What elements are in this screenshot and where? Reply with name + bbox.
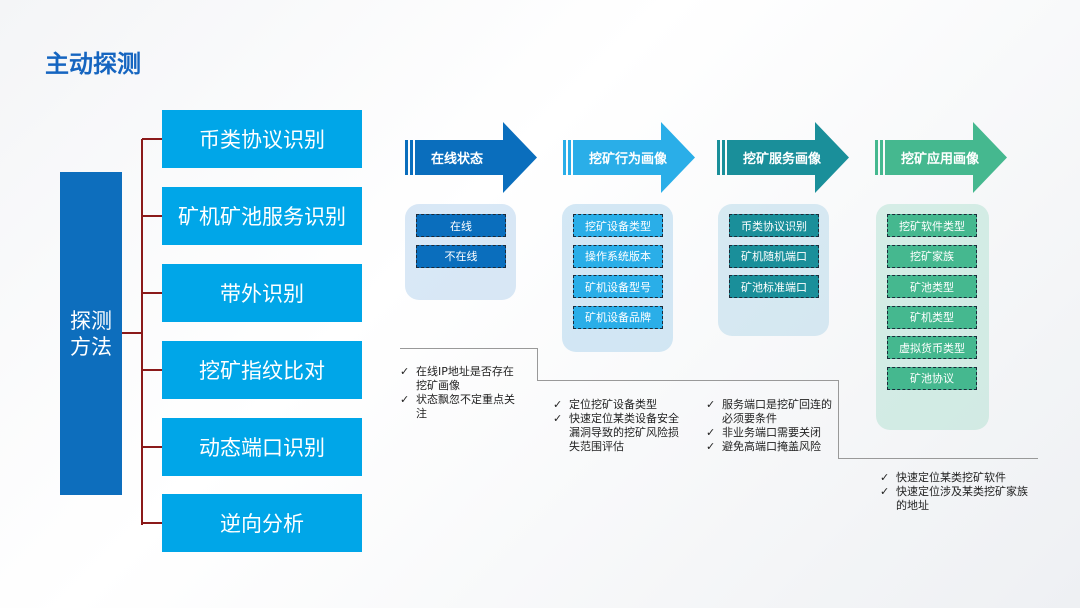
stage-item: 操作系统版本 [573,244,663,268]
stage-label: 挖矿应用画像 [901,152,980,167]
note-item: 状态飘忽不定重点关注 [400,393,520,421]
stage-item: 在线 [416,214,506,237]
stage-label: 在线状态 [431,152,484,167]
note-item: 快速定位涉及某类挖矿家族的地址 [880,485,1030,513]
divider-line [838,458,1038,459]
note-item: 在线IP地址是否存在挖矿画像 [400,365,520,393]
connector-line [142,369,162,371]
connector-line [142,446,162,448]
stage-panel: 在线不在线 [405,204,516,300]
stage-item: 挖矿软件类型 [887,214,977,237]
stage-panel: 挖矿软件类型挖矿家族矿池类型矿机类型虚拟货币类型矿池协议 [876,204,989,430]
stage-item: 不在线 [416,244,506,268]
note-item: 避免高端口掩盖风险 [706,440,836,454]
stage-item: 虚拟货币类型 [887,336,977,359]
stage-item: 矿机设备品牌 [573,305,663,329]
method-box: 逆向分析 [162,494,362,552]
divider-line [537,348,538,380]
stage-panel: 挖矿设备类型操作系统版本矿机设备型号矿机设备品牌 [562,204,673,352]
connector-line [142,215,162,217]
connector-line [141,139,143,525]
divider-line [537,380,838,381]
connector-line [142,292,162,294]
method-box: 带外识别 [162,264,362,322]
stage-item: 挖矿家族 [887,244,977,268]
note-item: 快速定位某类设备安全漏洞导致的挖矿风险损失范围评估 [553,412,683,454]
stage-notes: 快速定位某类挖矿软件快速定位涉及某类挖矿家族的地址 [880,471,1030,513]
stage-label: 挖矿服务画像 [743,152,822,167]
stage-arrow: 挖矿服务画像 [717,122,849,193]
note-item: 定位挖矿设备类型 [553,398,683,412]
connector-line [142,522,162,524]
stage-notes: 定位挖矿设备类型快速定位某类设备安全漏洞导致的挖矿风险损失范围评估 [553,398,683,454]
divider-line [400,348,537,349]
stage-item: 矿池类型 [887,275,977,298]
method-box: 动态端口识别 [162,418,362,476]
method-box: 挖矿指纹比对 [162,341,362,399]
stage-item: 币类协议识别 [729,214,819,237]
stage-item: 挖矿设备类型 [573,214,663,237]
stage-item: 矿池标准端口 [729,275,819,298]
stage-panel: 币类协议识别矿机随机端口矿池标准端口 [718,204,829,336]
connector-line [142,138,162,140]
divider-line [838,380,839,458]
method-box: 矿机矿池服务识别 [162,187,362,245]
stage-label: 挖矿行为画像 [589,152,668,167]
stage-item: 矿机设备型号 [573,275,663,298]
stage-notes: 服务端口是挖矿回连的必须要条件非业务端口需要关闭避免高端口掩盖风险 [706,398,836,454]
page-title: 主动探测 [45,50,141,78]
connector-line [122,332,142,334]
note-item: 非业务端口需要关闭 [706,426,836,440]
stage-item: 矿机类型 [887,305,977,329]
stage-arrow: 挖矿应用画像 [875,122,1007,193]
method-box: 币类协议识别 [162,110,362,168]
detection-methods-label: 探测方法 [60,172,122,495]
stage-notes: 在线IP地址是否存在挖矿画像状态飘忽不定重点关注 [400,365,520,421]
stage-item: 矿机随机端口 [729,244,819,268]
note-item: 快速定位某类挖矿软件 [880,471,1030,485]
stage-arrow: 挖矿行为画像 [563,122,695,193]
stage-item: 矿池协议 [887,366,977,390]
note-item: 服务端口是挖矿回连的必须要条件 [706,398,836,426]
stage-arrow: 在线状态 [405,122,537,193]
